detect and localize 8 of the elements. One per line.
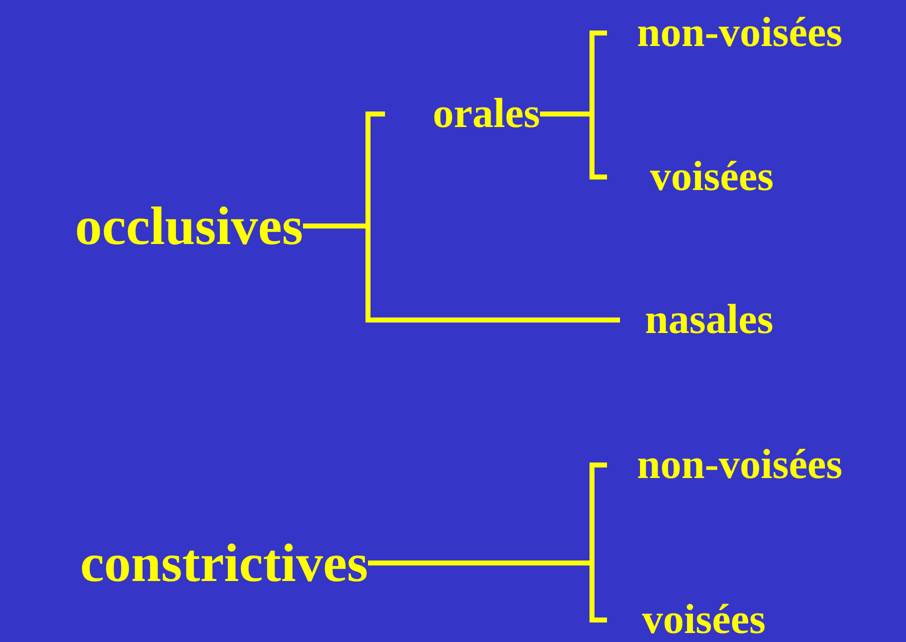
category-label: occlusives: [75, 199, 303, 253]
category-label: non-voisées: [637, 12, 842, 54]
category-label: non-voisées: [637, 444, 842, 486]
category-label: voisées: [642, 599, 766, 641]
category-label: orales: [432, 93, 540, 135]
category-label: nasales: [645, 299, 774, 341]
category-label: constrictives: [80, 536, 368, 590]
category-label: voisées: [650, 156, 774, 198]
